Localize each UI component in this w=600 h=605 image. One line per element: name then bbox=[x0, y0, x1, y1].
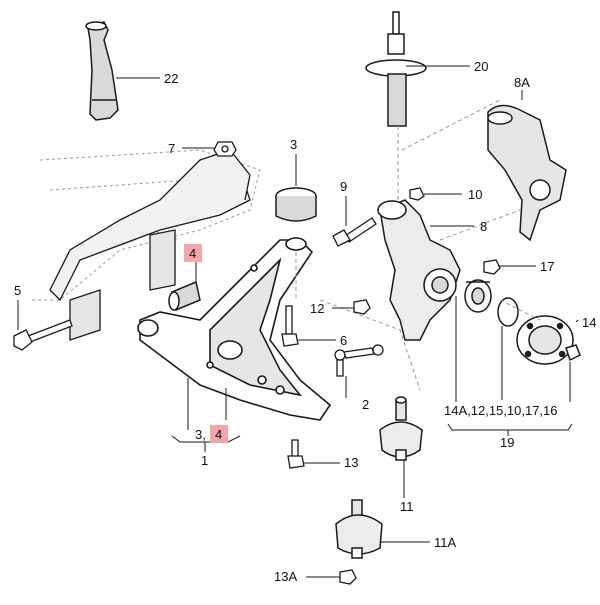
label-part-22: 22 bbox=[164, 71, 179, 86]
shock-absorber-part-20 bbox=[365, 11, 427, 127]
grease-tube-part-22 bbox=[85, 21, 119, 121]
bearing-part-14a bbox=[464, 279, 492, 313]
wheel-hub-part-14 bbox=[516, 315, 581, 365]
stabilizer-link-part-2 bbox=[334, 344, 384, 377]
label-part-12: 12 bbox=[310, 301, 325, 316]
bushing-part-3 bbox=[275, 187, 317, 222]
label-part-2: 2 bbox=[362, 397, 370, 412]
bracket-part-8a bbox=[487, 104, 567, 242]
ball-joint-part-11a bbox=[335, 499, 383, 559]
leader-lines bbox=[17, 65, 579, 578]
label-part-14: 14 bbox=[582, 315, 597, 330]
subframe-body bbox=[49, 149, 251, 341]
label-part-13: 13 bbox=[344, 455, 359, 470]
bolt-part-9 bbox=[332, 217, 377, 247]
label-part-9: 9 bbox=[340, 179, 348, 194]
bolt-part-6 bbox=[281, 305, 299, 347]
highlight-part-4-top bbox=[184, 244, 202, 262]
circlip-part-16 bbox=[497, 297, 519, 327]
label-part-8a: 8A bbox=[514, 75, 530, 90]
label-part-4-bottom: 4 bbox=[215, 427, 223, 442]
control-arm-part-1 bbox=[137, 237, 332, 421]
label-part-8: 8 bbox=[480, 219, 488, 234]
label-part-6: 6 bbox=[340, 333, 348, 348]
assembly-dashed-lines bbox=[295, 99, 541, 391]
highlight-part-4-bottom bbox=[210, 425, 228, 443]
label-part-13a: 13A bbox=[274, 569, 298, 584]
label-part-3: 3 bbox=[290, 137, 298, 152]
label-part-3-bottom: 3, bbox=[195, 427, 206, 442]
label-part-11a: 11A bbox=[434, 535, 457, 550]
label-part-7: 7 bbox=[168, 141, 176, 156]
label-part-1: 1 bbox=[201, 453, 209, 468]
nut-part-17 bbox=[483, 259, 501, 275]
bolt-part-5 bbox=[13, 319, 73, 351]
nut-part-7 bbox=[213, 141, 237, 157]
bushing-part-4 bbox=[168, 280, 201, 312]
label-part-10: 10 bbox=[468, 187, 483, 202]
wheel-bearing-housing-part-8 bbox=[377, 199, 461, 341]
label-part-17: 17 bbox=[540, 259, 555, 274]
nut-part-10 bbox=[409, 187, 425, 201]
label-parts-14a-group: 14A,12,15,10,17,16 bbox=[444, 403, 558, 418]
nut-part-13a bbox=[339, 569, 357, 585]
label-part-5: 5 bbox=[14, 283, 22, 298]
label-part-11: 11 bbox=[400, 499, 414, 514]
label-part-19: 19 bbox=[500, 435, 515, 450]
label-part-20: 20 bbox=[474, 59, 489, 74]
ball-joint-part-11 bbox=[379, 396, 423, 461]
label-part-4-top: 4 bbox=[189, 246, 197, 261]
nut-part-12 bbox=[353, 299, 371, 315]
bolt-part-13 bbox=[287, 439, 305, 469]
